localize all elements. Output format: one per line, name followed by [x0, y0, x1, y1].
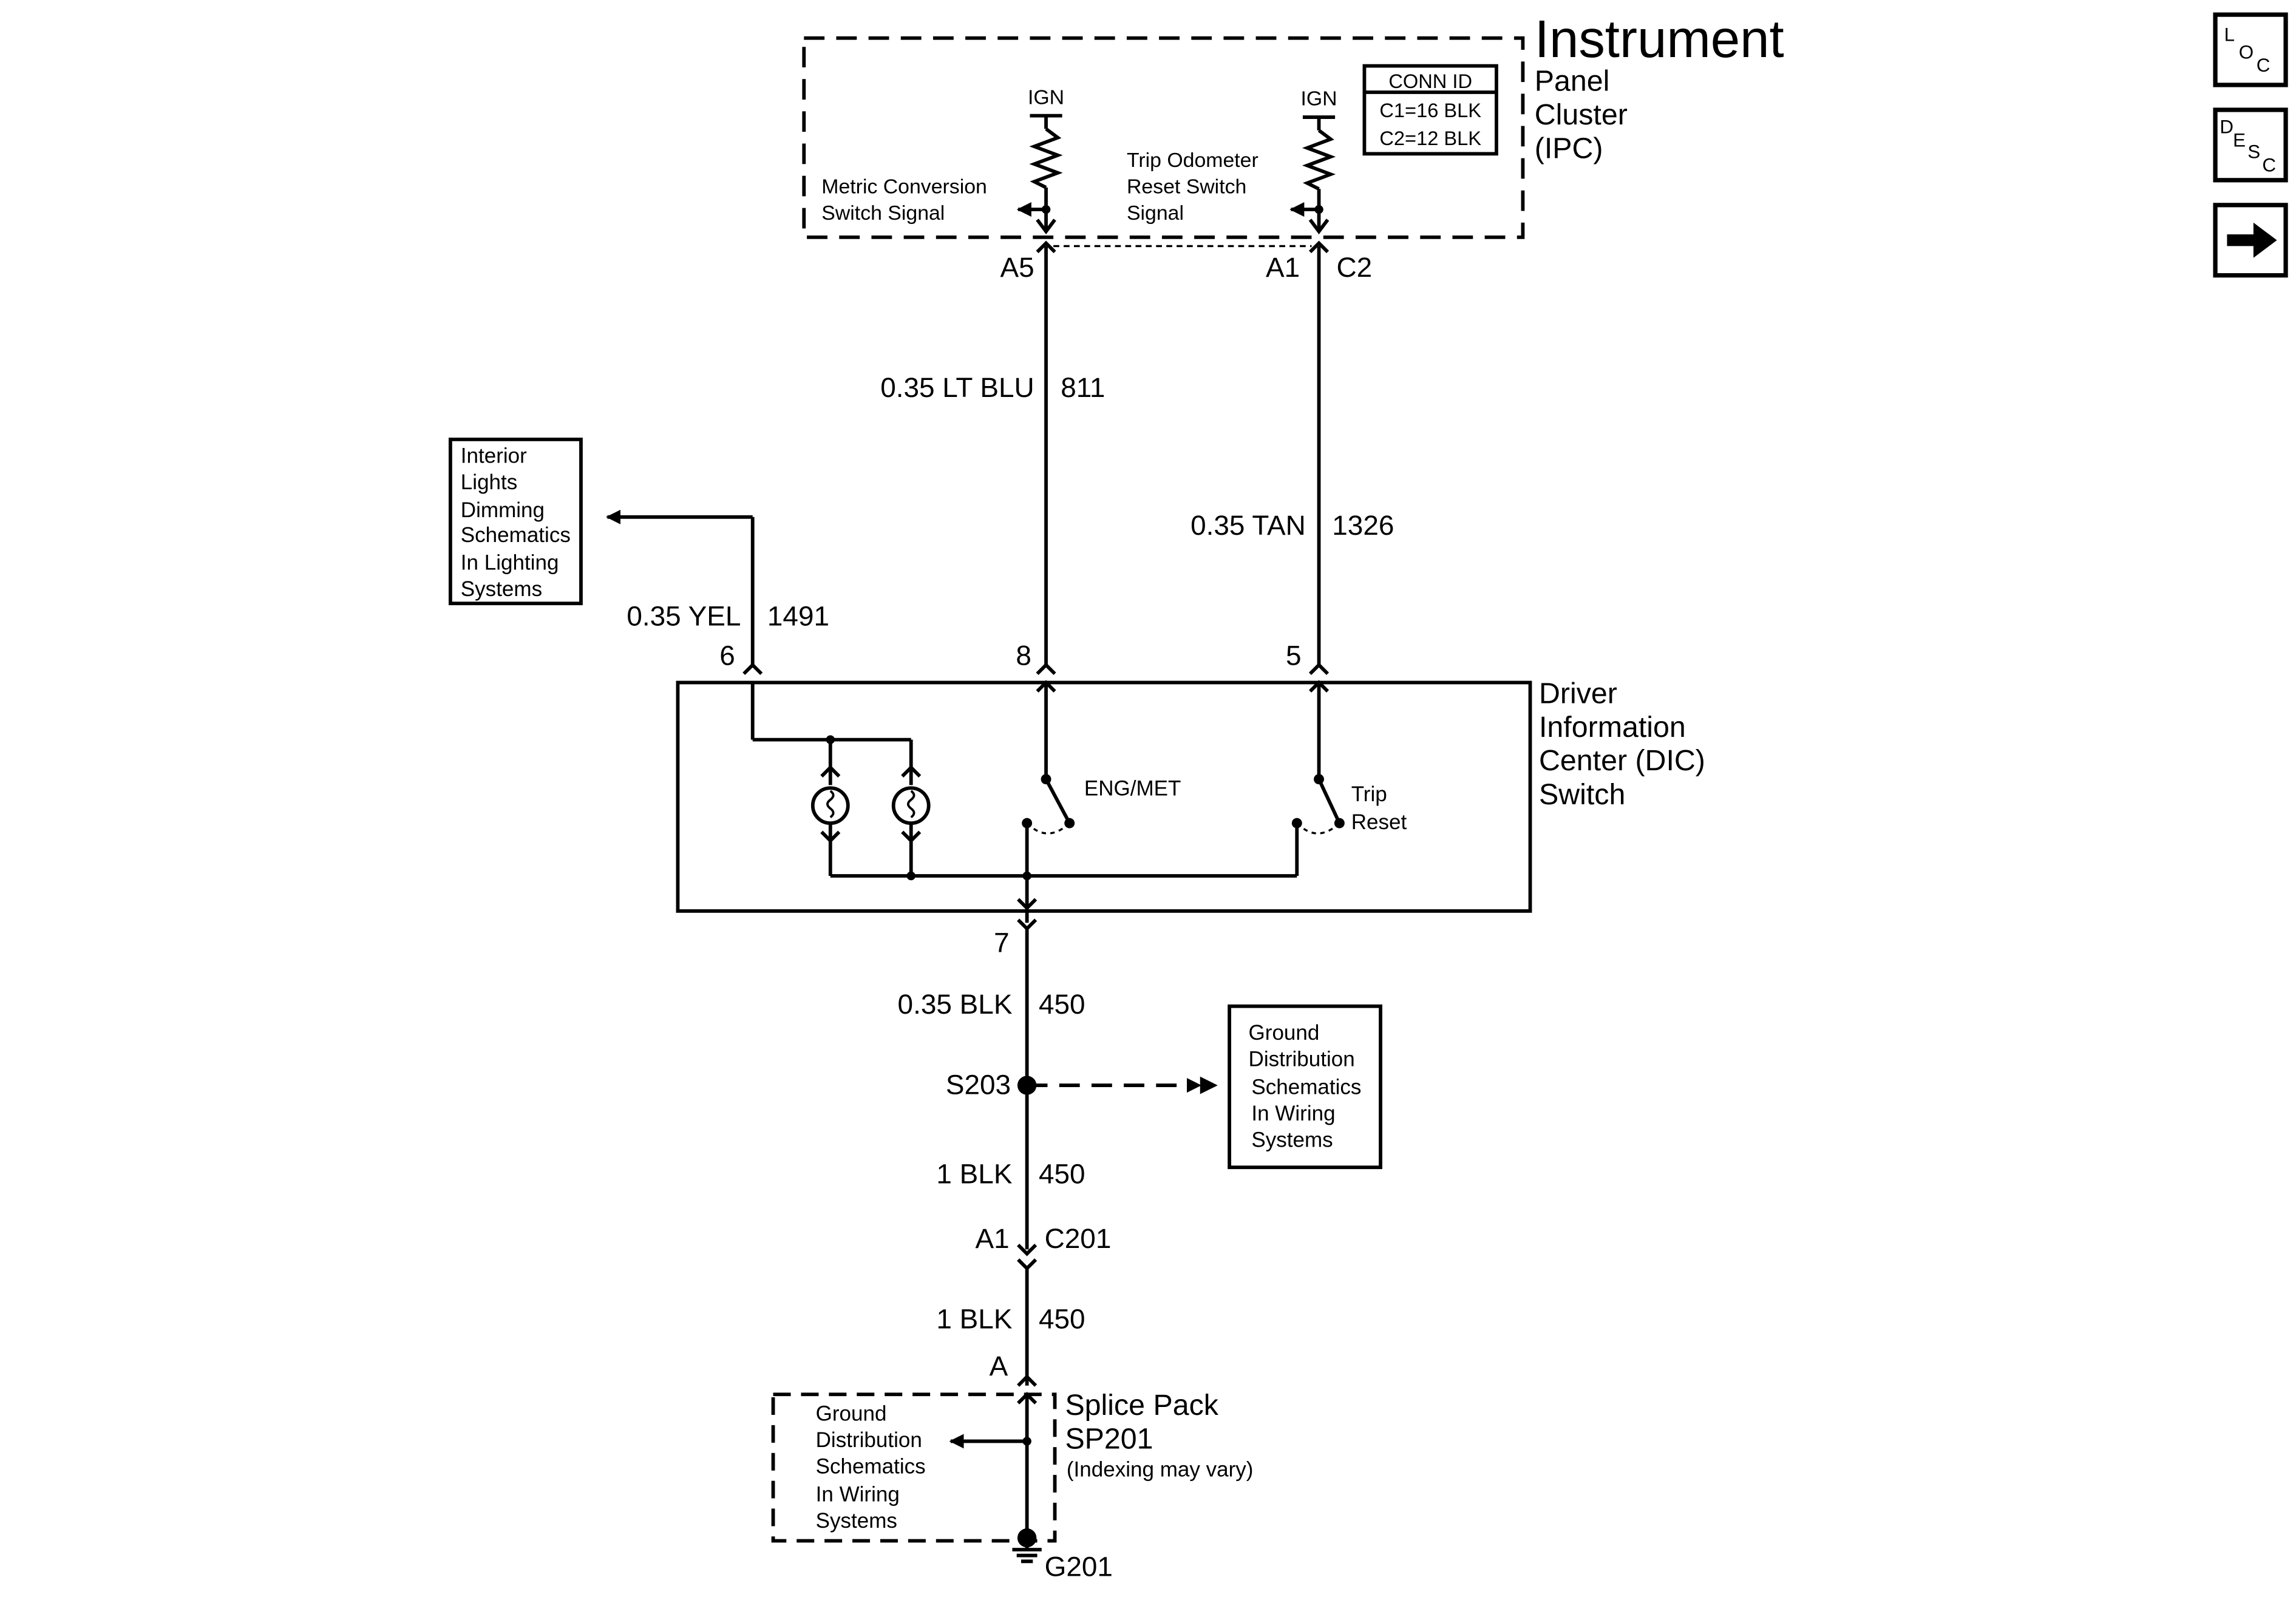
wire-811-circuit: 811 [1061, 371, 1105, 403]
wire-1491-color: 0.35 YEL [627, 600, 741, 631]
svg-text:(IPC): (IPC) [1535, 132, 1603, 165]
ipc-title-2: Panel [1535, 65, 1610, 98]
ign-left-label: IGN [1028, 86, 1064, 109]
sp-ground-ref-line-5: Systems [816, 1509, 897, 1533]
trip-reset-line-2: Reset [1351, 810, 1407, 834]
pin-a5: A5 [1000, 251, 1034, 283]
next-button[interactable] [2215, 205, 2286, 276]
ground-g201-label: G201 [1045, 1550, 1113, 1582]
ground-ref-line-2: Distribution [1249, 1048, 1355, 1071]
desc-icon: D E S C [2220, 117, 2276, 176]
dic-title-4: Switch [1539, 778, 1625, 811]
dic-pin-8: 8 [1016, 640, 1031, 671]
wire-811-color: 0.35 LT BLU [880, 371, 1034, 403]
svg-text:O: O [2239, 42, 2254, 63]
splice-s203-label: S203 [946, 1069, 1011, 1100]
c201-name: C201 [1045, 1222, 1112, 1254]
dic-title-2: Information [1539, 711, 1686, 744]
svg-text:L: L [2224, 24, 2235, 46]
wire-1326-color: 0.35 TAN [1190, 509, 1306, 541]
dic-pin-7: 7 [994, 927, 1010, 958]
ground-g201-dot [1017, 1528, 1037, 1548]
metric-pullup-resistor [1016, 114, 1063, 235]
svg-text:S: S [2247, 141, 2260, 163]
wire-1491-circuit: 1491 [767, 600, 829, 631]
conn-id-box [1362, 64, 1498, 156]
ign-right-label: IGN [1300, 87, 1337, 110]
ground-ref-box [1228, 1004, 1382, 1170]
svg-text:D: D [2220, 117, 2233, 138]
svg-text:Panel: Panel [1535, 65, 1610, 98]
pin-a1: A1 [1266, 251, 1300, 283]
wire-450c-color: 1 BLK [936, 1303, 1012, 1335]
interior-ref-line-3: Dimming [461, 498, 545, 522]
dic-lamp-2 [891, 786, 931, 825]
pin-c2: C2 [1337, 251, 1373, 283]
svg-text:E: E [2233, 129, 2246, 151]
sp-ground-ref-line-1: Ground [816, 1402, 887, 1426]
wire-450c-circuit: 450 [1039, 1303, 1085, 1335]
svg-text:Instrument: Instrument [1535, 10, 1784, 69]
interior-ref-line-5: In Lighting [461, 551, 559, 575]
interior-ref-line-2: Lights [461, 470, 517, 494]
splice-pack-pin: A [990, 1350, 1008, 1381]
trip-signal-line-3: Signal [1127, 202, 1184, 225]
desc-button[interactable]: D E S C [2215, 110, 2286, 180]
splice-pack-title-1: Splice Pack [1065, 1389, 1218, 1422]
splice-pack-title-2: SP201 [1065, 1423, 1153, 1456]
wire-1326-circuit: 1326 [1332, 509, 1394, 541]
ground-ref-line-4: In Wiring [1251, 1102, 1335, 1125]
conn-id-row-1: C1=16 BLK [1379, 99, 1481, 121]
ipc-title-1: Instrument [1535, 10, 1784, 69]
sp-ground-ref-line-2: Distribution [816, 1428, 922, 1452]
ground-ref-line-3: Schematics [1251, 1076, 1361, 1099]
interior-lights-ref-box [449, 438, 583, 606]
conn-id-row-2: C2=12 BLK [1379, 127, 1481, 149]
loc-button[interactable]: L O C [2215, 15, 2286, 85]
dic-pin-6: 6 [719, 640, 735, 671]
loc-icon: L O C [2224, 24, 2271, 76]
c201-pin: A1 [975, 1222, 1009, 1254]
wire-450b-color: 1 BLK [936, 1158, 1012, 1190]
dic-lamp-1 [810, 786, 850, 825]
interior-ref-line-1: Interior [461, 444, 527, 468]
svg-text:C: C [2257, 55, 2271, 76]
interior-ref-line-4: Schematics [461, 523, 571, 547]
eng-met-label: ENG/MET [1084, 776, 1181, 800]
wire-450b-circuit: 450 [1039, 1158, 1085, 1190]
dic-title-1: Driver [1539, 677, 1617, 710]
trip-signal-line-2: Reset Switch [1127, 175, 1246, 198]
ground-ref-line-5: Systems [1251, 1128, 1333, 1151]
metric-signal-line-2: Switch Signal [821, 202, 945, 225]
right-arrow-icon [2227, 222, 2277, 258]
sp-ground-ref-line-3: Schematics [816, 1455, 926, 1479]
conn-id-header: CONN ID [1388, 70, 1472, 92]
trip-signal-line-1: Trip Odometer [1127, 149, 1258, 172]
splice-pack-outline [771, 1392, 1057, 1543]
dic-outline [676, 680, 1532, 913]
trip-pullup-resistor [1289, 115, 1336, 235]
interior-ref-line-6: Systems [461, 577, 542, 601]
sp-ground-ref-line-4: In Wiring [816, 1482, 900, 1506]
svg-text:C: C [2262, 154, 2276, 175]
metric-signal-line-1: Metric Conversion [821, 175, 987, 198]
wire-450a-color: 0.35 BLK [898, 988, 1013, 1020]
dic-pin-5: 5 [1286, 640, 1302, 671]
ipc-outline [802, 36, 1525, 239]
splice-s203-dot [1017, 1076, 1037, 1095]
trip-reset-line-1: Trip [1351, 782, 1387, 806]
ground-ref-line-1: Ground [1249, 1021, 1320, 1045]
splice-pack-note: (Indexing may vary) [1067, 1457, 1254, 1481]
ipc-title-3: Cluster [1535, 98, 1628, 131]
svg-text:Cluster: Cluster [1535, 98, 1628, 131]
ipc-title-4: (IPC) [1535, 132, 1603, 165]
wire-450a-circuit: 450 [1039, 988, 1085, 1020]
dic-title-3: Center (DIC) [1539, 744, 1705, 777]
